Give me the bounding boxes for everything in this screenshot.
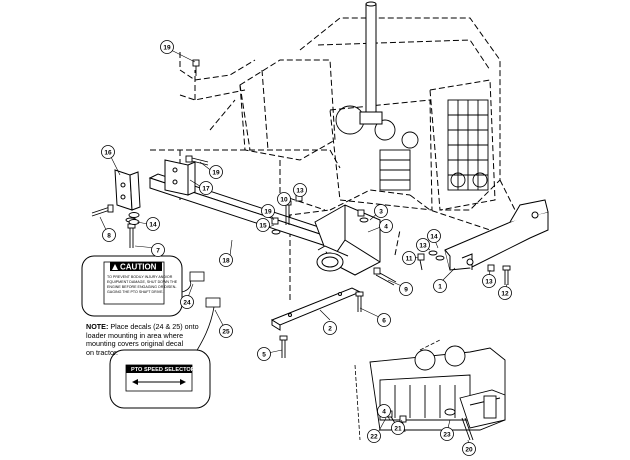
note-label: NOTE:	[86, 322, 109, 331]
svg-text:19: 19	[163, 45, 171, 52]
callout-6: 6	[377, 313, 391, 327]
callout-19-center: 19	[261, 204, 275, 218]
callout-21: 21	[391, 421, 405, 435]
svg-text:20: 20	[465, 447, 473, 454]
callout-4-upper: 4	[379, 219, 393, 233]
caution-header: CAUTION	[120, 263, 157, 272]
callout-25: 25	[219, 324, 233, 338]
callout-19-top: 19	[160, 40, 174, 54]
svg-text:22: 22	[370, 434, 378, 441]
note-line-3: mounting covers original decal	[86, 339, 184, 349]
note-line-4: on tractor.	[86, 347, 118, 357]
callout-13-center: 13	[293, 183, 307, 197]
svg-text:25: 25	[222, 329, 230, 336]
part-16-left-bracket	[114, 169, 141, 211]
svg-text:5: 5	[262, 352, 266, 359]
callout-5: 5	[257, 347, 271, 361]
svg-text:12: 12	[501, 291, 509, 298]
svg-text:2: 2	[328, 326, 332, 333]
callout-10: 10	[277, 192, 291, 206]
callout-14-left: 14	[146, 217, 160, 231]
callout-8: 8	[102, 228, 116, 242]
caution-line-3: ENGINE BEFORE ENGAGING OR DISEN-	[107, 285, 177, 289]
svg-text:13: 13	[485, 279, 493, 286]
callout-16: 16	[101, 145, 115, 159]
tractor-grill-detail	[335, 99, 489, 191]
callout-13-far-right: 13	[482, 274, 496, 288]
svg-text:17: 17	[202, 186, 210, 193]
callout-23: 23	[440, 427, 454, 441]
callout-9: 9	[399, 282, 413, 296]
part-2-lower-strap	[270, 287, 362, 331]
svg-text:19: 19	[212, 170, 220, 177]
pto-decal-title: PTO SPEED SELECTOR	[131, 367, 195, 373]
svg-text:4: 4	[384, 224, 388, 231]
svg-text:18: 18	[222, 258, 230, 265]
svg-text:15: 15	[259, 223, 267, 230]
caution-line-4: GAGING THE PTO SHAFT DRIVE.	[107, 290, 164, 294]
pto-inset-assembly	[369, 345, 506, 441]
svg-text:13: 13	[296, 188, 304, 195]
caution-line-1: TO PREVENT BODILY INJURY AND/OR	[107, 275, 173, 279]
svg-text:23: 23	[443, 432, 451, 439]
decal-placement-note: NOTE: Place decals (24 & 25) onto loader…	[86, 322, 256, 357]
callout-14-right: 14	[427, 229, 441, 243]
svg-text:7: 7	[156, 248, 160, 255]
svg-text:14: 14	[149, 222, 157, 229]
svg-text:11: 11	[406, 256, 413, 263]
callout-12: 12	[498, 286, 512, 300]
part-17-rear-bracket	[164, 159, 196, 196]
callout-18: 18	[219, 253, 233, 267]
callout-13-right: 13	[416, 238, 430, 252]
part-1-right-bracket	[444, 199, 549, 271]
svg-text:3: 3	[379, 209, 383, 216]
pto-speed-decal: PTO SPEED SELECTOR	[109, 297, 221, 409]
callout-7: 7	[151, 243, 165, 257]
part-3-receiver-housing	[314, 204, 381, 276]
exhaust-stack	[359, 1, 383, 125]
svg-text:10: 10	[280, 197, 288, 204]
callout-17: 17	[199, 181, 213, 195]
svg-text:24: 24	[183, 300, 191, 307]
svg-text:16: 16	[104, 150, 112, 157]
callout-22: 22	[367, 429, 381, 443]
callout-3: 3	[374, 204, 388, 218]
callout-2: 2	[323, 321, 337, 335]
callout-24: 24	[180, 295, 194, 309]
note-line-1: Place decals (24 & 25) onto	[108, 322, 199, 331]
bolts-and-hardware	[91, 59, 511, 358]
callout-19-mid: 19	[209, 165, 223, 179]
callout-20: 20	[462, 442, 476, 456]
callout-4-lower: 4	[377, 404, 391, 418]
svg-text:9: 9	[404, 287, 408, 294]
svg-text:19: 19	[264, 209, 272, 216]
svg-text:8: 8	[107, 233, 111, 240]
callout-11: 11	[402, 251, 416, 265]
svg-text:6: 6	[382, 318, 386, 325]
callout-1: 1	[433, 279, 447, 293]
caution-line-2: EQUIPMENT DAMAGE, SHUT DOWN THE	[107, 280, 178, 284]
caution-decal: CAUTION TO PREVENT BODILY INJURY AND/OR …	[81, 255, 205, 317]
svg-text:1: 1	[438, 284, 442, 291]
svg-text:4: 4	[382, 409, 386, 416]
svg-text:21: 21	[394, 426, 402, 433]
svg-text:13: 13	[419, 243, 427, 250]
callout-15: 15	[256, 218, 270, 232]
svg-text:14: 14	[430, 234, 438, 241]
note-line-2: loader mounting in area where	[86, 330, 184, 340]
